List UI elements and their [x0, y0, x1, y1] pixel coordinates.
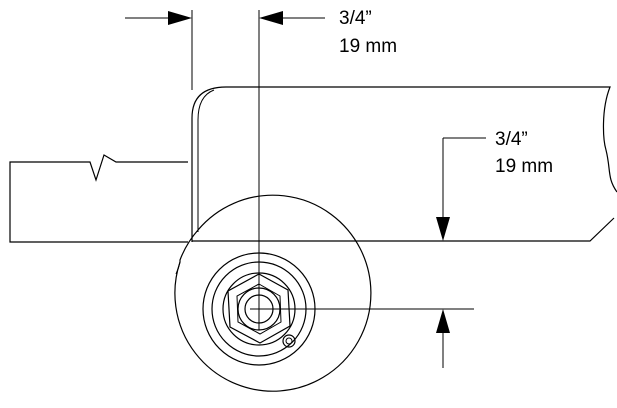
top-dim-left-arrow [168, 11, 192, 25]
bottom-dim-up-arrow [436, 309, 450, 333]
top-dim-inch: 3/4” [339, 8, 372, 29]
pin-inner [285, 337, 293, 345]
cam-washer-edge [175, 261, 181, 275]
side-dim-down-arrow [436, 217, 450, 241]
bracket-inner-edge [197, 89, 215, 232]
cam-washer [174, 194, 372, 392]
hex-nut [227, 273, 291, 344]
top-dim-mm: 19 mm [339, 36, 397, 57]
pin-outer [282, 334, 296, 348]
hex-nut-inner [236, 283, 282, 335]
side-dim-inch: 3/4” [495, 129, 528, 150]
top-dim-right-arrow [259, 11, 283, 25]
bracket-outline [191, 86, 617, 242]
side-dim-mm: 19 mm [495, 156, 553, 177]
broken-block [9, 154, 188, 243]
